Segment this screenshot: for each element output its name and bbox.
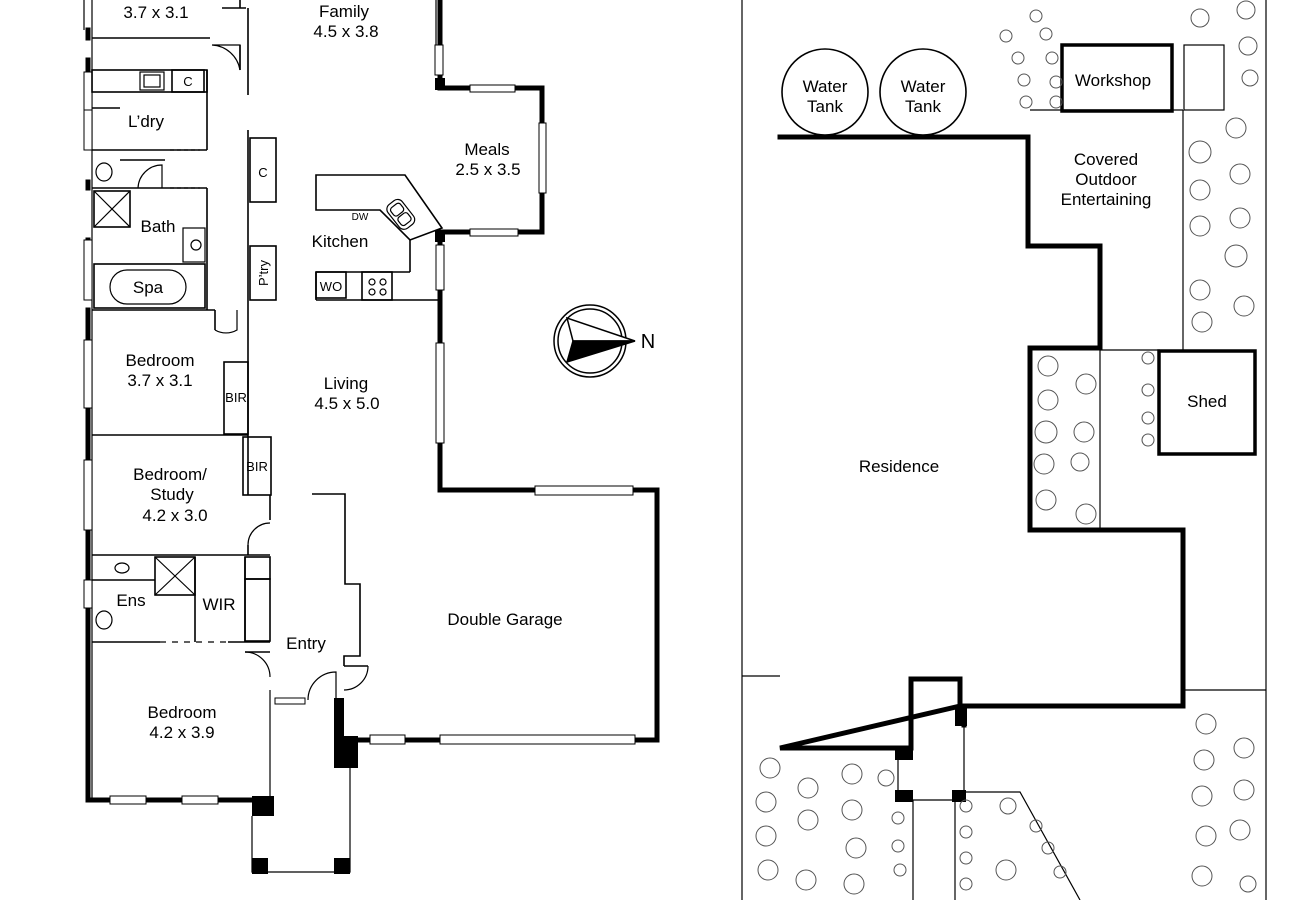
bir1-label: BIR	[225, 390, 247, 405]
water-tank-2-line1: Water	[901, 77, 946, 96]
study-label-2: Study	[150, 485, 194, 504]
closet-label: C	[258, 165, 267, 180]
water-tank-1-line2: Tank	[807, 97, 843, 116]
entry-porch	[251, 760, 351, 873]
main-bedroom-size: 4.2 x 3.9	[149, 723, 214, 742]
main-bedroom-label: Bedroom	[148, 703, 217, 722]
meals-label: Meals	[464, 140, 509, 159]
laundry-closet-label: C	[183, 74, 192, 89]
shed-label: Shed	[1187, 392, 1227, 411]
garage-label: Double Garage	[447, 610, 562, 629]
entry-label: Entry	[286, 634, 326, 653]
ensuite-label: Ens	[116, 591, 145, 610]
bedroom2-size: 3.7 x 3.1	[127, 371, 192, 390]
residence-outline	[777, 134, 1186, 751]
living-size: 4.5 x 5.0	[314, 394, 379, 413]
water-tank-1-line1: Water	[803, 77, 848, 96]
workshop-label: Workshop	[1075, 71, 1151, 90]
covered-outdoor-line1: Covered	[1074, 150, 1138, 169]
bath-label: Bath	[141, 217, 176, 236]
study-size: 4.2 x 3.0	[142, 506, 207, 525]
covered-outdoor-line3: Entertaining	[1061, 190, 1152, 209]
interior-walls	[91, 0, 444, 768]
floor-plan: 3.7 x 3.1 Family 4.5 x 3.8 C L’dry C Bat…	[83, 0, 660, 874]
landscaping-shrubs	[755, 0, 1259, 895]
pantry-label: P’try	[256, 260, 271, 287]
east-wall	[437, 0, 660, 743]
wir-label: WIR	[202, 595, 235, 614]
wall-oven-label: WO	[320, 279, 342, 294]
water-tank-2-line2: Tank	[905, 97, 941, 116]
spa-label: Spa	[133, 278, 164, 297]
bedroom2-label: Bedroom	[126, 351, 195, 370]
kitchen-label: Kitchen	[312, 232, 369, 251]
bir2-label: BIR	[246, 459, 268, 474]
compass-icon	[553, 304, 636, 378]
family-size: 4.5 x 3.8	[313, 22, 378, 41]
shed-building	[1157, 349, 1257, 456]
site-plan: Water Tank Water Tank Workshop Covered O…	[741, 0, 1267, 900]
meals-size: 2.5 x 3.5	[455, 160, 520, 179]
kitchen-island	[315, 174, 444, 241]
study-label-1: Bedroom/	[133, 465, 207, 484]
living-label: Living	[324, 374, 368, 393]
dishwasher-label: DW	[352, 212, 369, 223]
workshop-building	[1060, 43, 1174, 113]
laundry-label: L’dry	[128, 112, 164, 131]
covered-outdoor-line2: Outdoor	[1075, 170, 1137, 189]
residence-label: Residence	[859, 457, 939, 476]
bedroom-top-size: 3.7 x 3.1	[123, 3, 188, 22]
family-label: Family	[319, 2, 370, 21]
compass-north-label: N	[641, 331, 655, 353]
